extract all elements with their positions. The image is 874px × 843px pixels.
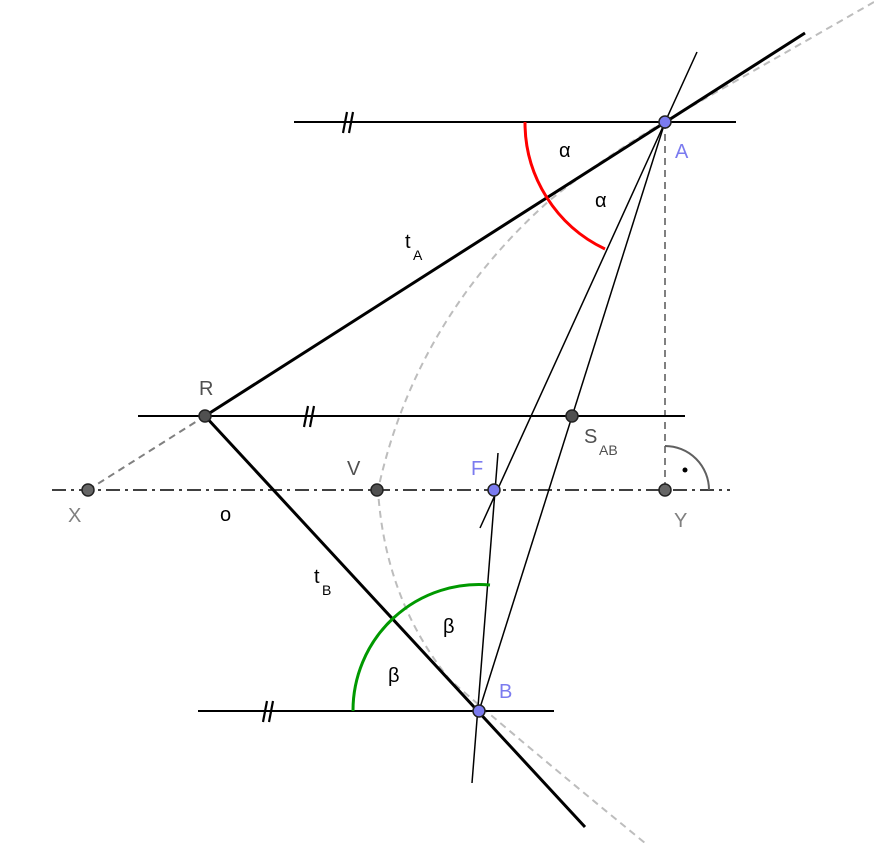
label-ta-main: t (405, 231, 411, 253)
line-through-f-and-b (471, 452, 499, 784)
label-s-subscript: AB (599, 442, 618, 458)
label-v: V (347, 458, 361, 480)
point-b (472, 704, 486, 718)
point-f (487, 483, 501, 497)
point-x (81, 483, 95, 497)
alpha-label-lower: α (595, 190, 607, 212)
label-tb-main: t (314, 566, 320, 588)
label-tb: t B (314, 566, 331, 598)
right-angle-arc-y (664, 445, 710, 491)
tangent-line-ta (204, 31, 806, 418)
label-x: X (68, 505, 81, 527)
label-a: A (675, 141, 689, 163)
parallel-mark-b (261, 700, 275, 723)
label-y: Y (674, 510, 687, 532)
tangent-line-tb (203, 414, 587, 829)
label-f: F (471, 458, 483, 480)
alpha-angle-arc (523, 121, 606, 251)
label-tb-subscript: B (322, 582, 331, 598)
parabola-curve (376, 1, 874, 843)
point-r (198, 409, 212, 423)
alpha-label-upper: α (559, 140, 571, 162)
beta-angle-arc (351, 583, 491, 712)
parallel-mark-a (341, 111, 355, 134)
point-a (658, 115, 672, 129)
label-s-ab: S AB (584, 426, 618, 458)
right-angle-dot (682, 467, 688, 473)
label-r: R (199, 378, 213, 400)
label-b: B (499, 681, 512, 703)
parallel-mark-r (302, 405, 316, 428)
tangent-extension-xr (87, 415, 206, 491)
label-ta: t A (405, 231, 423, 263)
point-v (370, 483, 384, 497)
beta-label-upper: β (443, 616, 455, 638)
point-y (658, 483, 672, 497)
point-s-ab (565, 409, 579, 423)
label-ta-subscript: A (413, 247, 423, 263)
beta-label-lower: β (388, 665, 400, 687)
line-through-a-and-f (479, 51, 698, 529)
label-s: S (584, 426, 597, 448)
label-o: o (220, 504, 231, 526)
